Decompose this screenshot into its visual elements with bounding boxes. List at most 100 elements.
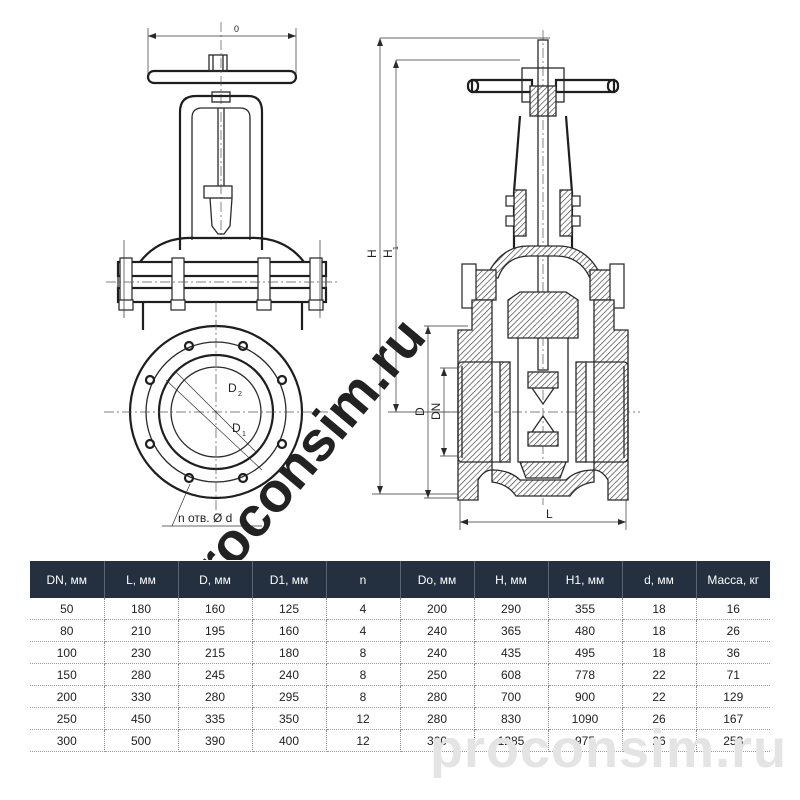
table-cell: 160 xyxy=(178,598,253,620)
table-cell: 1090 xyxy=(548,707,623,730)
svg-text:1: 1 xyxy=(242,431,246,438)
label-l: L xyxy=(546,507,553,521)
table-cell: 365 xyxy=(474,619,549,642)
table-cell: 330 xyxy=(104,685,179,708)
table-cell: 355 xyxy=(548,598,623,620)
section-view: H H 1 D DN L xyxy=(365,30,640,530)
column-header: D, мм xyxy=(178,561,253,598)
table-cell: 18 xyxy=(622,641,697,664)
table-cell: 390 xyxy=(178,729,253,752)
table-cell: 8 xyxy=(326,641,401,664)
table-cell: 12 xyxy=(326,729,401,752)
table-cell: 8 xyxy=(326,685,401,708)
table-watermark: proconsim.ru xyxy=(430,719,788,779)
column-header: H, мм xyxy=(474,561,549,598)
table-cell: 608 xyxy=(474,663,549,686)
table-cell: 160 xyxy=(252,619,327,642)
table-cell: 280 xyxy=(400,685,475,708)
column-header: d, мм xyxy=(622,561,697,598)
table-cell: 200 xyxy=(400,598,475,620)
table-cell: 22 xyxy=(622,685,697,708)
column-header: D1, мм xyxy=(252,561,327,598)
table-cell: 230 xyxy=(104,641,179,664)
table-cell: 290 xyxy=(474,598,549,620)
table-cell: 16 xyxy=(696,598,770,620)
table-cell: 480 xyxy=(548,619,623,642)
table-cell: 280 xyxy=(178,685,253,708)
table-cell: 18 xyxy=(622,598,697,620)
table-cell: 129 xyxy=(696,685,770,708)
table-cell: 125 xyxy=(252,598,327,620)
table-cell: 26 xyxy=(696,619,770,642)
table-cell: 360 xyxy=(400,729,475,752)
column-header: Do, мм xyxy=(400,561,475,598)
column-header: H1, мм xyxy=(548,561,623,598)
table-cell: 250 xyxy=(30,707,105,730)
section-handle xyxy=(470,78,534,94)
label-h: H xyxy=(365,249,379,258)
table-cell: 778 xyxy=(548,663,623,686)
table-cell: 180 xyxy=(252,641,327,664)
table-cell: 400 xyxy=(252,729,327,752)
table-cell: 435 xyxy=(474,641,549,664)
table-cell: 4 xyxy=(326,619,401,642)
body-flange-top xyxy=(116,260,328,278)
front-view: 0 xyxy=(104,22,340,527)
table-cell: 200 xyxy=(30,685,105,708)
label-dn: DN xyxy=(429,403,443,420)
valve-body-right xyxy=(593,299,629,501)
table-cell: 280 xyxy=(104,663,179,686)
table-cell: 253 xyxy=(696,729,770,752)
table-cell: 22 xyxy=(622,663,697,686)
table-cell: 26 xyxy=(622,729,697,752)
table-cell: 295 xyxy=(252,685,327,708)
table-cell: 975 xyxy=(548,729,623,752)
table-cell: 240 xyxy=(400,619,475,642)
wedge-housing xyxy=(507,291,579,339)
handwheel xyxy=(146,69,298,85)
column-header: Масса, кг xyxy=(696,561,770,598)
table-cell: 71 xyxy=(696,663,770,686)
label-d1: D xyxy=(232,421,241,435)
table-cell: 1285 xyxy=(474,729,549,752)
column-header: DN, мм xyxy=(30,561,105,598)
table-cell: 350 xyxy=(252,707,327,730)
table-cell: 26 xyxy=(622,707,697,730)
label-d0: 0 xyxy=(234,24,239,34)
svg-text:1: 1 xyxy=(393,246,400,250)
holes-label: n отв. Ø d xyxy=(178,511,232,525)
table-cell: 250 xyxy=(400,663,475,686)
table-cell: 335 xyxy=(178,707,253,730)
table-cell: 195 xyxy=(178,619,253,642)
table-cell: 830 xyxy=(474,707,549,730)
table-cell: 18 xyxy=(622,619,697,642)
table-cell: 900 xyxy=(548,685,623,708)
flange-bolt-holes xyxy=(144,340,288,484)
table-cell: 215 xyxy=(178,641,253,664)
table-cell: 240 xyxy=(252,663,327,686)
table-cell: 50 xyxy=(30,598,105,620)
table-cell: 245 xyxy=(178,663,253,686)
valve-body-left xyxy=(457,299,493,501)
label-h1: H xyxy=(381,249,395,258)
table-cell: 280 xyxy=(400,707,475,730)
table-cell: 210 xyxy=(104,619,179,642)
yoke xyxy=(178,94,264,250)
table-cell: 700 xyxy=(474,685,549,708)
table-cell: 80 xyxy=(30,619,105,642)
table-cell: 100 xyxy=(30,641,105,664)
table-cell: 4 xyxy=(326,598,401,620)
table-cell: 150 xyxy=(30,663,105,686)
table-cell: 12 xyxy=(326,707,401,730)
table-cell: 495 xyxy=(548,641,623,664)
